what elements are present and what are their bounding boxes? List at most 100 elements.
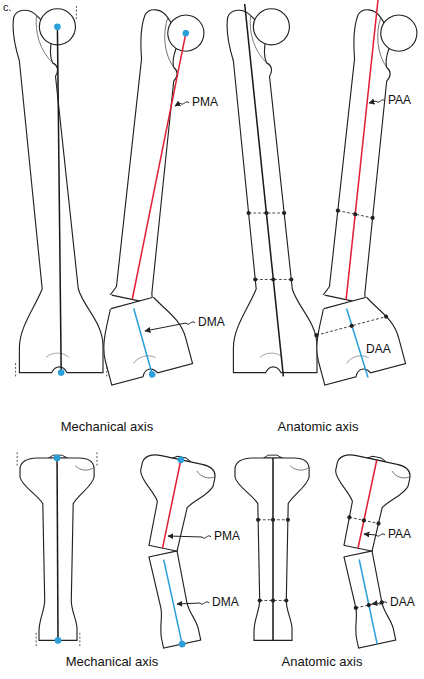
femur-normal-mechanical	[58, 369, 65, 376]
femur-deformed-anatomic	[314, 333, 319, 338]
leader-lines	[177, 602, 209, 604]
tibia-normal-mechanical	[96, 452, 97, 465]
tibia-deformed-anatomic	[353, 605, 358, 610]
femur-deformed-anatomic	[353, 212, 358, 217]
femur-normal-anatomic	[264, 211, 268, 215]
tibia-deformed-anatomic	[347, 515, 352, 520]
femur-normal-anatomic	[282, 211, 286, 215]
tibia-normal-anatomic	[258, 520, 288, 601]
axis-label: PMA	[214, 530, 240, 544]
leader-lines	[372, 602, 387, 604]
femur-deformed-mechanical	[11, 6, 234, 390]
femur-deformed-anatomic	[347, 308, 368, 378]
tibia-normal-anatomic	[284, 598, 288, 602]
tibia-normal-mechanical	[79, 633, 80, 646]
femur-normal-mechanical	[57, 27, 61, 373]
tibia-deformed-mechanical	[177, 456, 185, 464]
femur-deformed-anatomic	[284, 6, 424, 318]
femur-normal-anatomic	[245, 4, 284, 376]
femur-deformed-anatomic	[276, 280, 405, 387]
tibia-normal-mechanical	[17, 452, 97, 646]
leader-lines	[369, 100, 385, 103]
tibia-normal-anatomic	[256, 518, 290, 603]
tibia-deformed-anatomic	[349, 517, 378, 523]
femur-deformed-mechanical	[129, 33, 188, 299]
tibia-deformed-anatomic	[376, 521, 381, 526]
tibia-deformed-anatomic	[366, 603, 371, 608]
tibia-normal-anatomic	[235, 455, 309, 640]
femur-deformed-anatomic	[384, 314, 389, 319]
femur-normal-mechanical	[15, 363, 16, 378]
tibia-normal-anatomic	[235, 455, 309, 640]
femur-deformed-mechanical	[63, 280, 192, 387]
panel-caption: Mechanical axis	[61, 420, 154, 435]
tibia-normal-mechanical	[17, 452, 18, 465]
femur-normal-anatomic	[247, 211, 251, 215]
axis-label: DMA	[212, 596, 239, 610]
femur-normal-anatomic	[289, 277, 293, 281]
tibia-normal-anatomic	[258, 598, 262, 602]
axis-label: DAA	[366, 343, 391, 357]
panel-caption: Anatomic axis	[282, 655, 363, 670]
femur-normal-mechanical	[13, 6, 107, 378]
tibia-deformed-mechanical	[164, 560, 182, 645]
femur-deformed-mechanical	[11, 12, 193, 390]
femur-normal-anatomic	[249, 213, 292, 279]
tibia-deformed-mechanical	[106, 449, 218, 655]
leader-lines	[364, 534, 385, 536]
femur-deformed-anatomic	[315, 0, 409, 300]
tibia-normal-mechanical	[17, 452, 97, 646]
femur-deformed-mechanical	[148, 370, 156, 378]
tibia-normal-anatomic	[272, 458, 274, 640]
femur-normal-mechanical	[13, 9, 103, 373]
femur-normal-anatomic	[253, 277, 257, 281]
leader-lines	[145, 100, 387, 604]
tibia-normal-anatomic	[256, 518, 260, 522]
femur-deformed-anatomic	[370, 215, 375, 220]
axis-label: PAA	[388, 94, 411, 108]
axis-label: DMA	[198, 316, 225, 330]
leader-lines	[145, 322, 195, 331]
leader-lines	[175, 102, 189, 106]
femur-deformed-anatomic	[314, 314, 389, 338]
tibia-normal-anatomic	[271, 598, 275, 602]
femur-deformed-anatomic	[349, 323, 354, 328]
femur-normal-anatomic	[271, 277, 275, 281]
tibia-normal-mechanical	[20, 455, 94, 640]
axis-label: PMA	[192, 96, 218, 110]
leader-lines	[168, 536, 211, 538]
tibia-deformed-mechanical	[178, 640, 186, 648]
femur-normal-mechanical	[16, 6, 107, 378]
femur-deformed-anatomic	[224, 12, 406, 390]
femur-normal-anatomic	[247, 211, 294, 282]
tibia-deformed-mechanical	[107, 449, 217, 562]
tibia-deformed-mechanical	[106, 455, 218, 655]
femur-deformed-mechanical	[182, 29, 190, 37]
tibia-deformed-anatomic	[302, 449, 412, 562]
tibia-deformed-mechanical	[162, 460, 181, 548]
femur-deformed-anatomic	[224, 0, 424, 390]
tibia-deformed-anatomic	[344, 551, 373, 557]
tibia-normal-mechanical	[56, 458, 58, 640]
tibia-deformed-anatomic	[359, 560, 377, 645]
tibia-deformed-anatomic	[301, 455, 412, 652]
axis-label: PAA	[388, 528, 411, 542]
femur-deformed-mechanical	[134, 308, 152, 374]
tibia-normal-anatomic	[286, 518, 290, 522]
femur-deformed-anatomic	[316, 317, 386, 336]
tibia-deformed-anatomic	[347, 515, 381, 526]
tibia-normal-mechanical	[54, 455, 61, 462]
tibia-deformed-anatomic	[301, 449, 412, 652]
femur-normal-anatomic	[227, 4, 317, 376]
femur-deformed-anatomic	[335, 208, 375, 220]
tibia-normal-mechanical	[55, 637, 62, 644]
femur-normal-anatomic	[227, 9, 317, 373]
tibia-deformed-mechanical	[107, 540, 217, 652]
panel-caption: Mechanical axis	[66, 655, 159, 670]
tibia-normal-anatomic	[271, 518, 275, 522]
femur-deformed-anatomic	[338, 211, 373, 218]
femur-normal-mechanical	[54, 23, 61, 30]
tibia-deformed-anatomic	[361, 518, 366, 523]
axis-label: DAA	[390, 596, 415, 610]
